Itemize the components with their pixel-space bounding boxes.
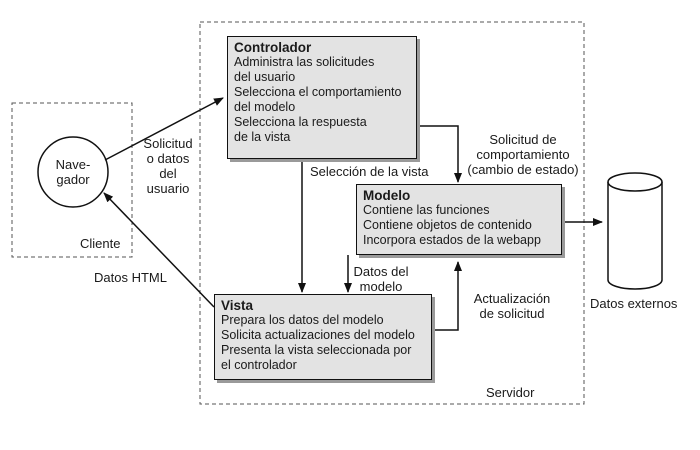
controller-line: del usuario	[234, 70, 296, 84]
external-data-label: Datos externos	[590, 296, 678, 311]
user-request-line: o datos	[146, 151, 190, 166]
user-request-line: Solicitud	[143, 136, 193, 151]
model-line: Incorpora estados de la webapp	[363, 233, 541, 247]
controller-line: de la vista	[234, 130, 291, 144]
user-request-line: del	[159, 166, 177, 181]
html-data-label: Datos HTML	[94, 270, 167, 285]
browser-label: Nave- gador	[45, 157, 101, 187]
behavior-request-label: Solicitud de comportamiento (cambio de e…	[458, 132, 588, 177]
arrow-html-data	[103, 192, 215, 308]
view-box: Vista Prepara los datos del modelo Solic…	[214, 294, 432, 380]
controller-line: Selecciona la respuesta	[234, 115, 367, 129]
controller-line: Administra las solicitudes	[234, 55, 375, 69]
client-region	[11, 102, 133, 258]
server-region	[199, 21, 585, 405]
server-label: Servidor	[486, 385, 535, 400]
update-request-line: Actualización	[473, 291, 551, 306]
model-data-line: modelo	[359, 279, 403, 294]
view-selection-label: Selección de la vista	[310, 164, 429, 179]
behavior-request-line: comportamiento	[476, 147, 570, 162]
view-line: Prepara los datos del modelo	[221, 313, 384, 327]
behavior-request-line: Solicitud de	[489, 132, 557, 147]
user-request-line: usuario	[146, 181, 190, 196]
browser-label-line1: Nave-	[55, 157, 91, 172]
controller-line: del modelo	[234, 100, 296, 114]
view-title: Vista	[221, 298, 254, 313]
model-data-label: Datos del modelo	[348, 264, 414, 294]
arrow-update-request	[432, 261, 462, 331]
model-data-line: Datos del	[353, 264, 409, 279]
model-box: Modelo Contiene las funciones Contiene o…	[356, 184, 562, 255]
update-request-line: de solicitud	[479, 306, 545, 321]
database-icon	[607, 172, 663, 290]
controller-line: Selecciona el comportamiento	[234, 85, 402, 99]
model-title: Modelo	[363, 188, 411, 203]
model-line: Contiene objetos de contenido	[363, 218, 532, 232]
behavior-request-line: (cambio de estado)	[467, 162, 579, 177]
browser-node	[37, 136, 109, 208]
arrow-user-request	[104, 97, 224, 161]
arrow-behavior-request	[417, 125, 462, 183]
browser-label-line2: gador	[56, 172, 90, 187]
update-request-label: Actualización de solicitud	[462, 291, 562, 321]
view-line: Presenta la vista seleccionada por	[221, 343, 412, 357]
controller-box: Controlador Administra las solicitudes d…	[227, 36, 417, 159]
user-request-label: Solicitud o datos del usuario	[136, 136, 200, 196]
view-line: el controlador	[221, 358, 297, 372]
controller-title: Controlador	[234, 40, 312, 55]
client-label: Cliente	[80, 236, 121, 251]
view-line: Solicita actualizaciones del modelo	[221, 328, 415, 342]
model-line: Contiene las funciones	[363, 203, 490, 217]
